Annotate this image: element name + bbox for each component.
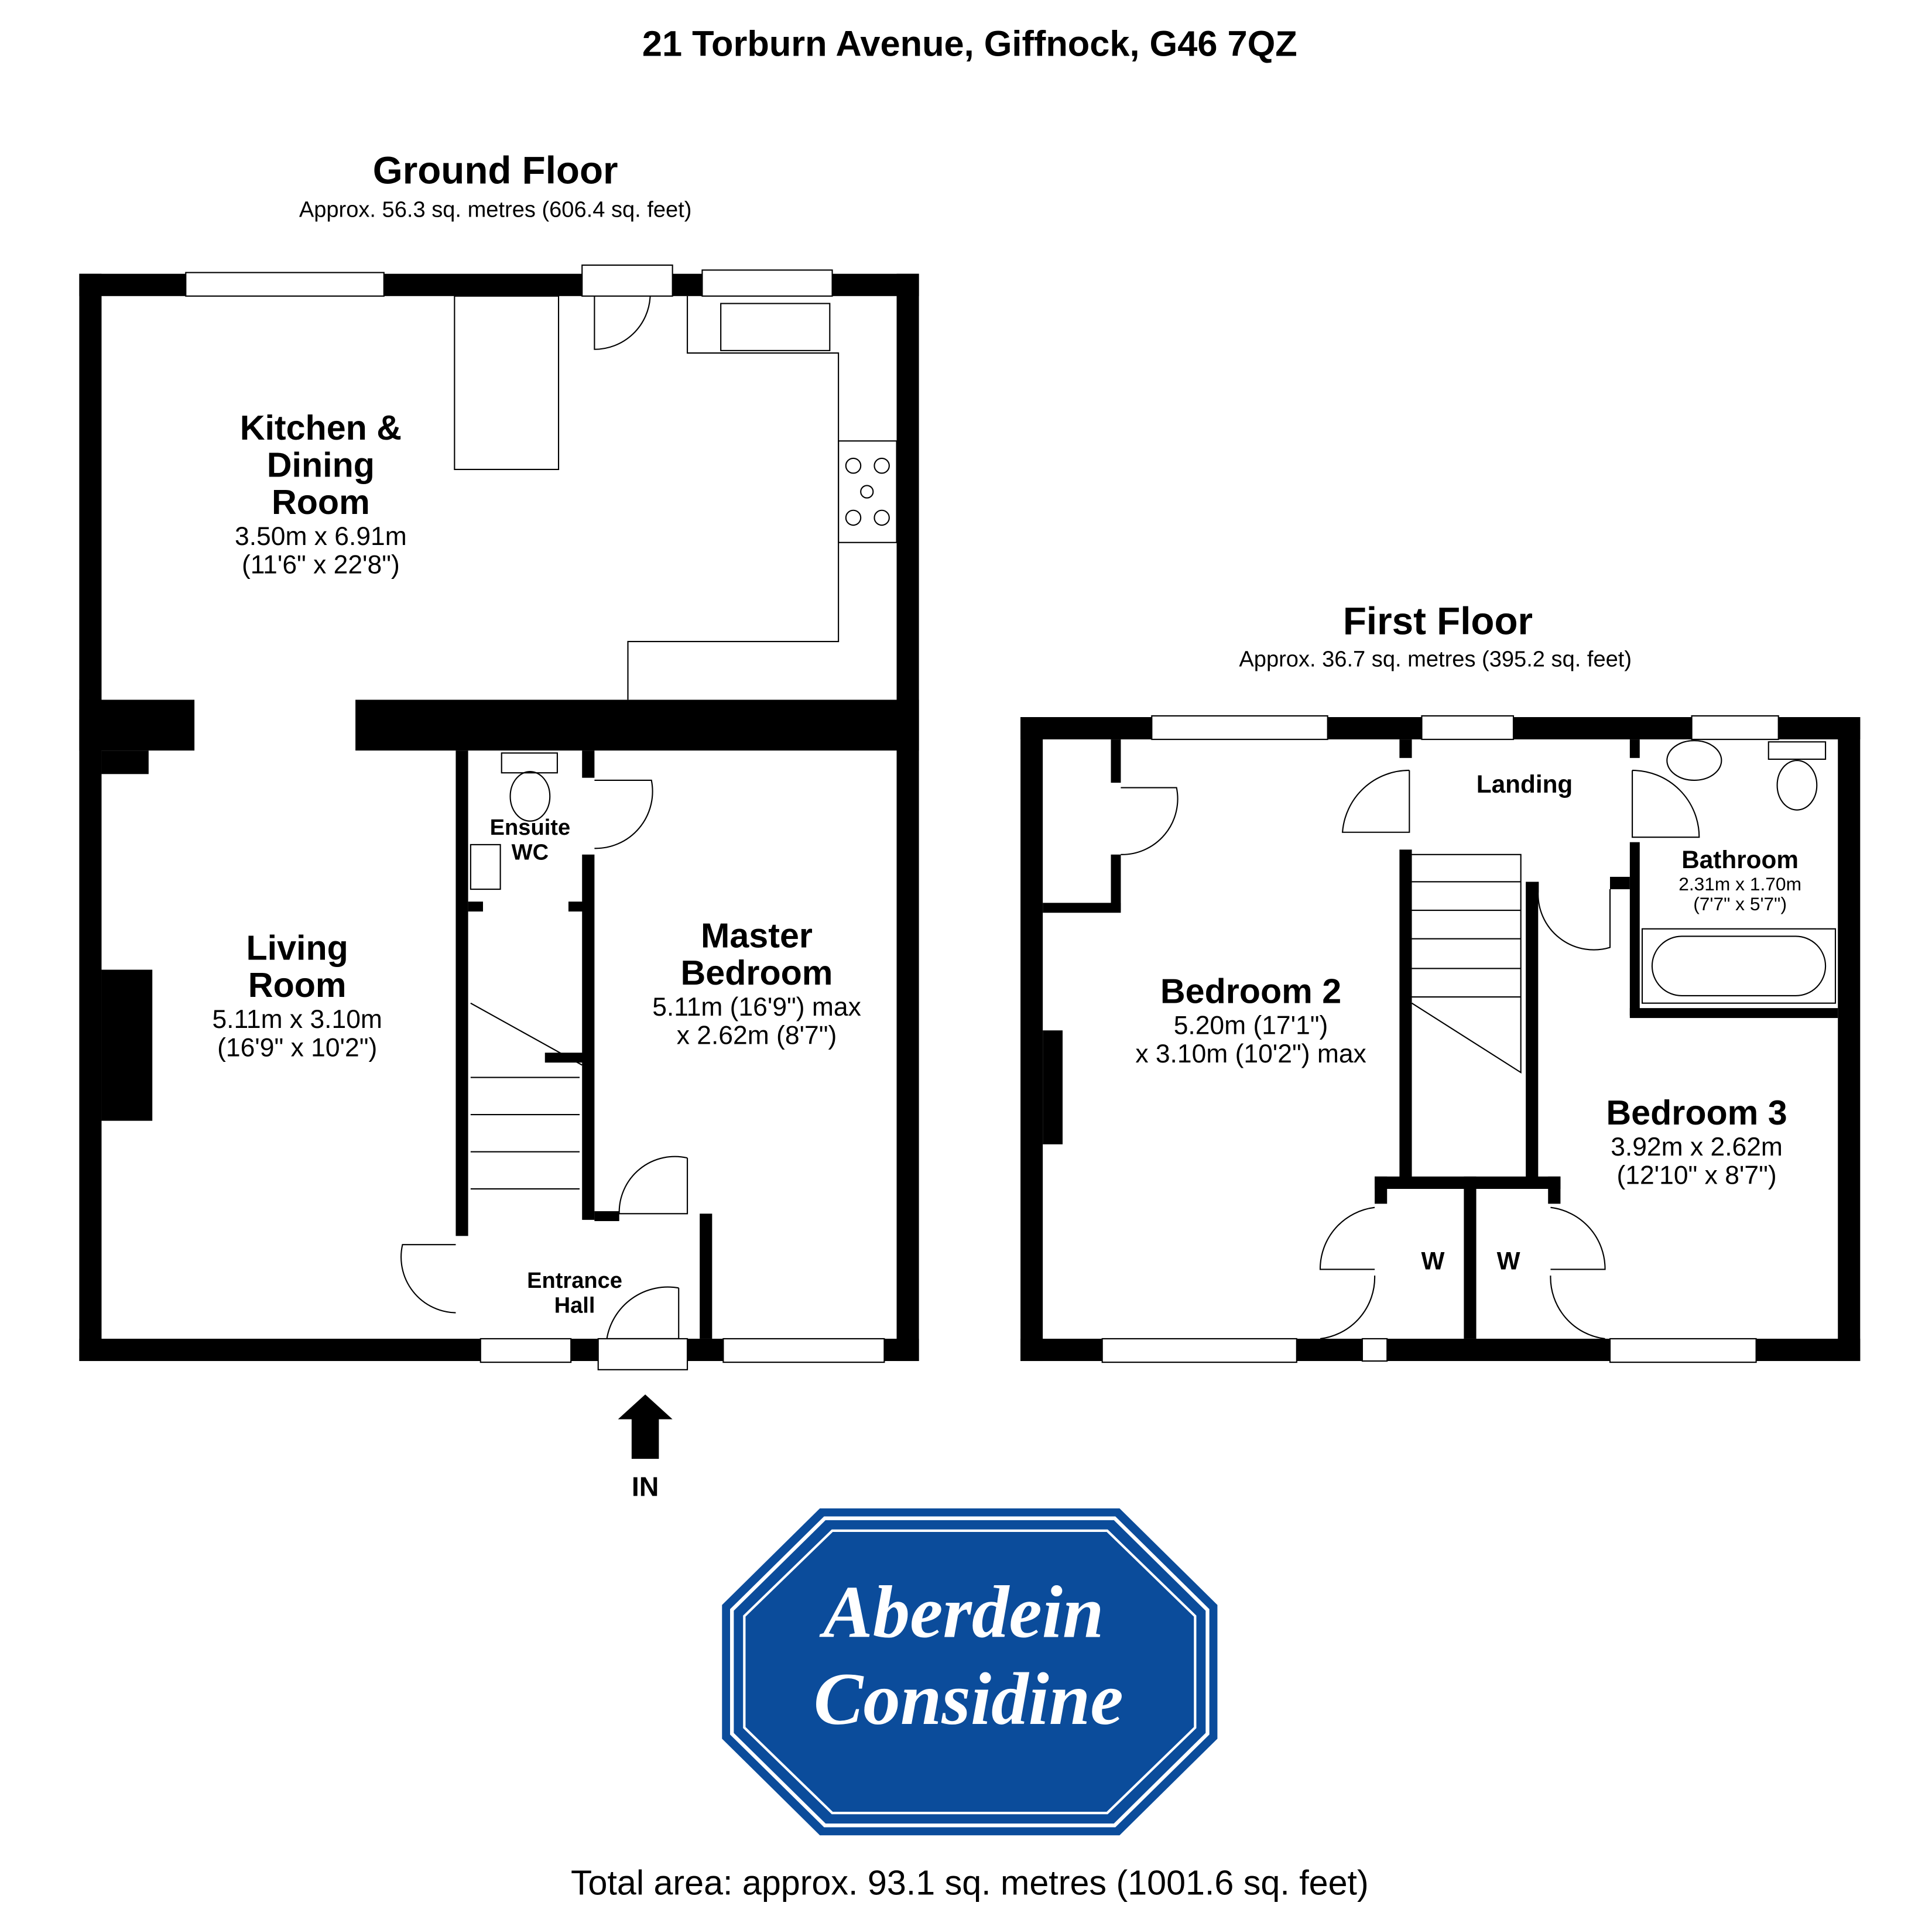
entrance-arrow-icon <box>618 1394 673 1459</box>
first-floor-plan: First Floor Approx. 36.7 sq. metres (395… <box>1020 599 1861 1363</box>
entrance-label: IN <box>632 1472 659 1502</box>
logo-text-line1: Aberdein <box>819 1572 1104 1654</box>
windows <box>1101 715 1779 1363</box>
ensuite-name: WC <box>512 840 549 865</box>
bedroom3-dimensions: (12'10" x 8'7") <box>1617 1161 1777 1190</box>
master-dimensions: 5.11m (16'9") max <box>652 993 861 1021</box>
kitchen-name: Room <box>272 482 370 522</box>
ground-floor-heading: Ground Floor <box>373 149 618 191</box>
bathroom-name: Bathroom <box>1681 846 1799 873</box>
wardrobe-label: W <box>1497 1247 1520 1274</box>
bedroom3-dimensions: 3.92m x 2.62m <box>1611 1133 1783 1161</box>
windows <box>185 264 885 1370</box>
bedroom2-name: Bedroom 2 <box>1160 972 1341 1011</box>
kitchen-dimensions: (11'6" x 22'8") <box>242 551 400 580</box>
kitchen-name: Kitchen & <box>240 408 402 447</box>
landing-name: Landing <box>1477 770 1573 798</box>
ground-floor-area: Approx. 56.3 sq. metres (606.4 sq. feet) <box>299 197 692 222</box>
kitchen-name: Dining <box>267 445 375 485</box>
ensuite-name: Ensuite <box>490 815 570 840</box>
first-floor-heading: First Floor <box>1343 599 1533 642</box>
property-address: 21 Torburn Avenue, Giffnock, G46 7QZ <box>642 23 1297 63</box>
total-area: Total area: approx. 93.1 sq. metres (100… <box>571 1863 1369 1902</box>
living-dimensions: 5.11m x 3.10m <box>212 1005 382 1034</box>
wardrobe-label: W <box>1421 1247 1445 1274</box>
bedroom2-dimensions: x 3.10m (10'2") max <box>1135 1040 1366 1068</box>
bathroom-dimensions: 2.31m x 1.70m <box>1678 873 1801 894</box>
bedroom3-name: Bedroom 3 <box>1606 1093 1787 1132</box>
room-labels: Landing Bathroom 2.31m x 1.70m (7'7" x 5… <box>1135 770 1801 1274</box>
living-name: Room <box>248 965 347 1005</box>
fixtures <box>400 295 898 1339</box>
ground-floor-plan: Ground Floor Approx. 56.3 sq. metres (60… <box>79 149 919 1502</box>
master-dimensions: x 2.62m (8'7") <box>677 1021 837 1050</box>
first-floor-area: Approx. 36.7 sq. metres (395.2 sq. feet) <box>1239 647 1632 671</box>
hall-name: Hall <box>554 1294 595 1318</box>
logo-text-line2: Considine <box>814 1658 1123 1740</box>
living-dimensions: (16'9" x 10'2") <box>217 1034 377 1062</box>
fixtures <box>1121 740 1837 1339</box>
living-name: Living <box>246 928 348 968</box>
master-name: Bedroom <box>681 953 833 992</box>
bathroom-dimensions: (7'7" x 5'7") <box>1693 893 1787 914</box>
room-labels: Kitchen & Dining Room 3.50m x 6.91m (11'… <box>212 408 861 1318</box>
hall-name: Entrance <box>527 1269 622 1293</box>
agency-logo: Aberdein Considine <box>722 1508 1218 1836</box>
kitchen-dimensions: 3.50m x 6.91m <box>235 522 407 551</box>
bedroom2-dimensions: 5.20m (17'1") <box>1174 1012 1328 1040</box>
master-name: Master <box>701 916 813 955</box>
